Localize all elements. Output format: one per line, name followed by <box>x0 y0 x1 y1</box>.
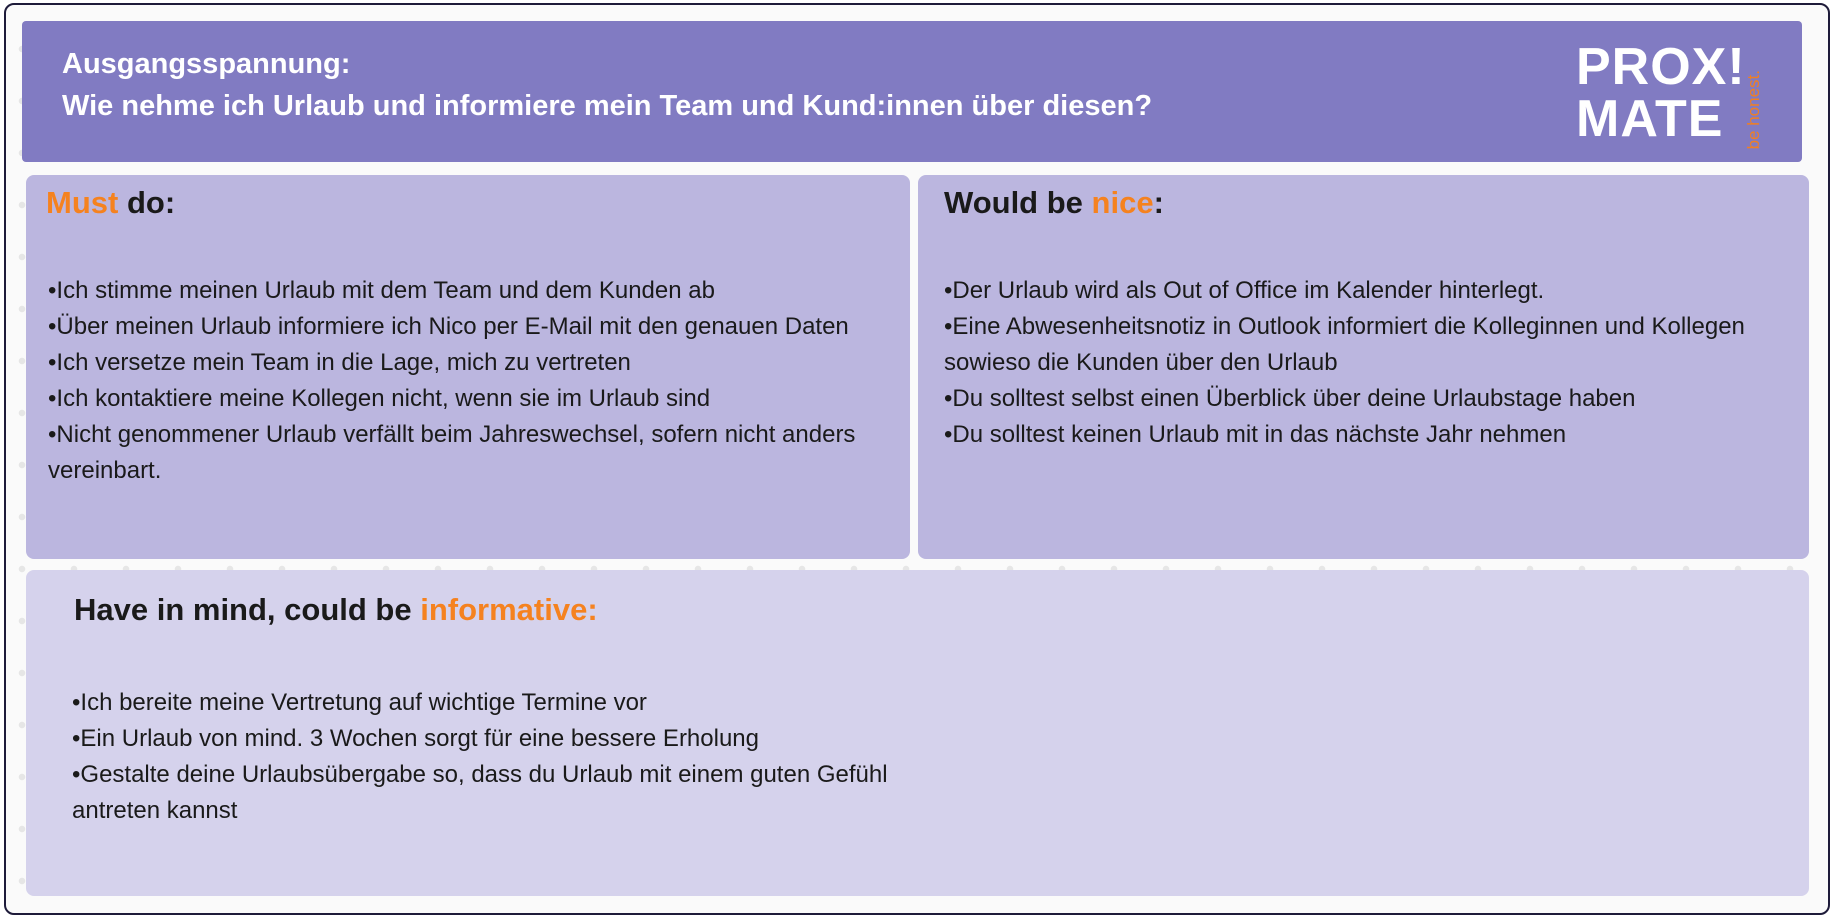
list-item: •Du solltest selbst einen Überblick über… <box>944 385 1636 412</box>
list-item: •Eine Abwesenheitsnotiz in Outlook infor… <box>944 313 1745 376</box>
heading-accent: Must <box>46 185 119 220</box>
proximate-logo: PROX! MATE be honest. <box>1576 41 1766 151</box>
list-item: •Ich bereite meine Vertretung auf wichti… <box>72 689 647 716</box>
informative-list: •Ich bereite meine Vertretung auf wichti… <box>72 685 932 829</box>
title-line-2: Wie nehme ich Urlaub und informiere mein… <box>62 90 1153 122</box>
list-item: •Du solltest keinen Urlaub mit in das nä… <box>944 421 1567 448</box>
list-item: •Ich kontaktiere meine Kollegen nicht, w… <box>48 385 711 412</box>
would-be-nice-heading: Would be nice: <box>944 185 1164 221</box>
informative-box: Have in mind, could be informative: •Ich… <box>26 570 1809 896</box>
must-do-heading: Must do: <box>46 185 175 221</box>
page-title: Ausgangsspannung: Wie nehme ich Urlaub u… <box>62 43 1152 127</box>
must-do-box: Must do: •Ich stimme meinen Urlaub mit d… <box>26 175 910 559</box>
list-item: •Über meinen Urlaub informiere ich Nico … <box>48 313 849 340</box>
logo-tagline: be honest. <box>1744 69 1763 149</box>
heading-text: Have in mind, could be <box>74 592 421 627</box>
would-be-nice-list: •Der Urlaub wird als Out of Office im Ka… <box>944 273 1794 453</box>
list-item: •Gestalte deine Urlaubsübergabe so, dass… <box>72 761 888 824</box>
heading-text: do: <box>118 185 176 220</box>
heading-accent: informative: <box>420 592 598 627</box>
logo-line-2: MATE <box>1576 90 1724 148</box>
list-item: •Ich versetze mein Team in die Lage, mic… <box>48 349 631 376</box>
list-item: •Ein Urlaub von mind. 3 Wochen sorgt für… <box>72 725 759 752</box>
would-be-nice-box: Would be nice: •Der Urlaub wird als Out … <box>918 175 1809 559</box>
must-do-list: •Ich stimme meinen Urlaub mit dem Team u… <box>48 273 898 489</box>
header-banner: Ausgangsspannung: Wie nehme ich Urlaub u… <box>22 21 1802 162</box>
title-line-1: Ausgangsspannung: <box>62 48 351 80</box>
list-item: •Der Urlaub wird als Out of Office im Ka… <box>944 277 1545 304</box>
list-item: •Nicht genommener Urlaub verfällt beim J… <box>48 421 856 484</box>
heading-accent: nice <box>1091 185 1154 220</box>
logo-line-1: PROX! <box>1576 38 1746 96</box>
list-item: •Ich stimme meinen Urlaub mit dem Team u… <box>48 277 715 304</box>
informative-heading: Have in mind, could be informative: <box>74 592 598 628</box>
heading-end: : <box>1153 185 1164 220</box>
heading-text: Would be <box>944 185 1092 220</box>
